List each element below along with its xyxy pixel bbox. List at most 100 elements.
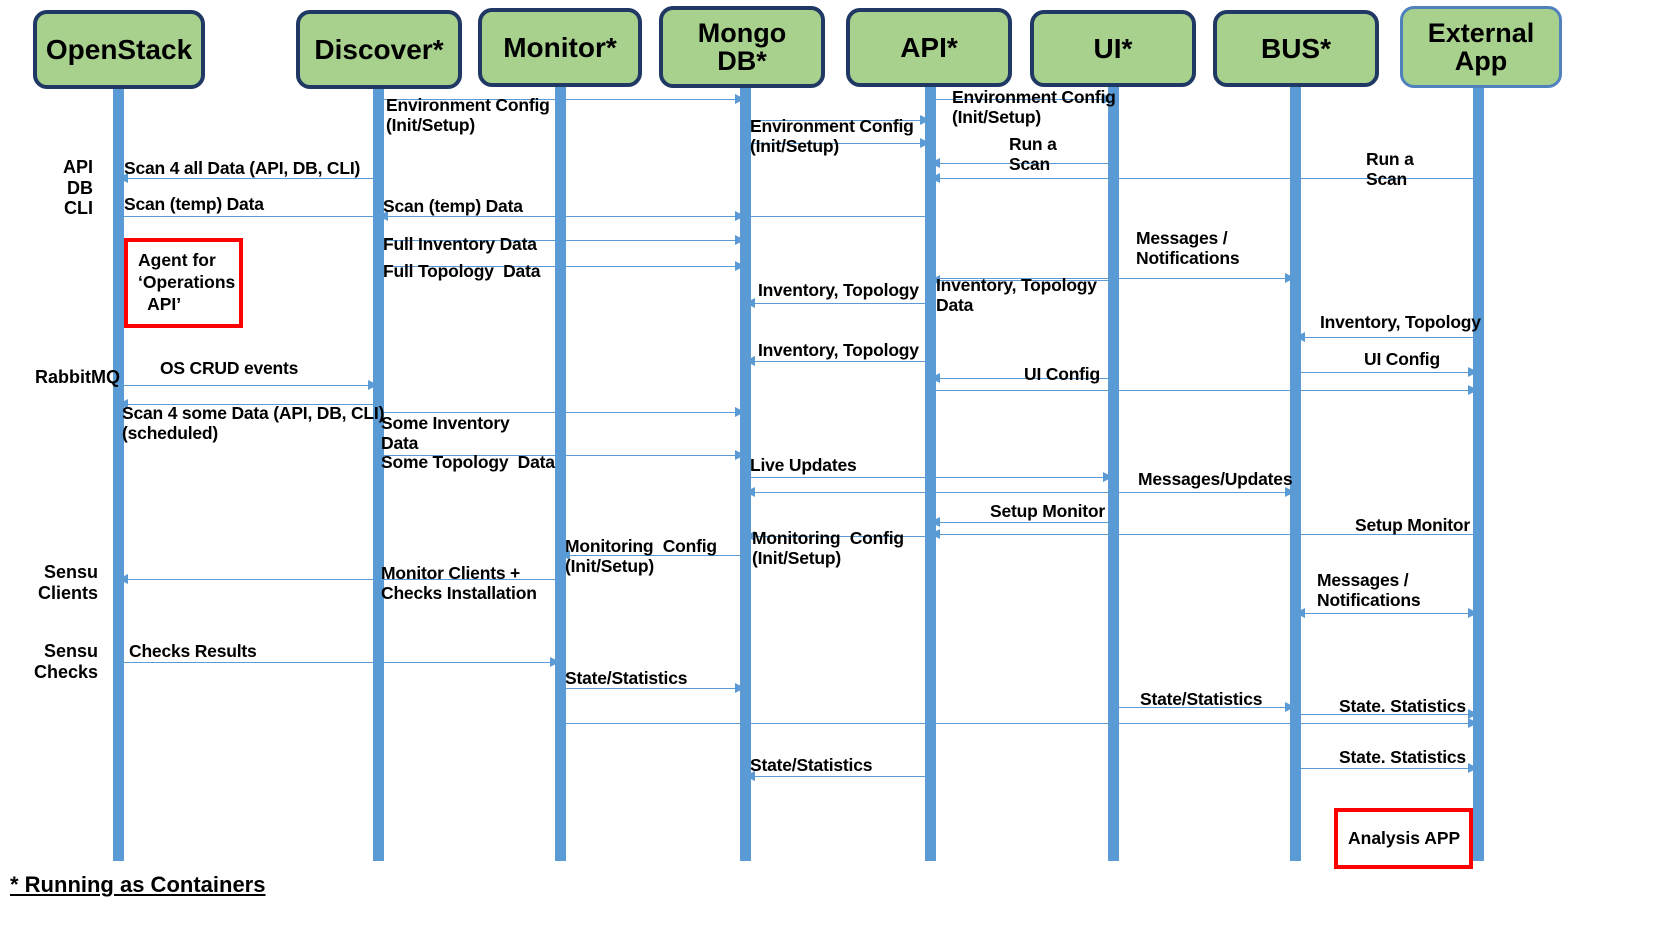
arrowhead-m30 (560, 550, 570, 560)
message-line-m05 (118, 178, 378, 179)
message-line-m24 (745, 477, 1113, 478)
arrowhead-m01 (735, 94, 745, 104)
message-line-m20 (930, 390, 1478, 391)
message-label-m10: Full Inventory Data (383, 234, 537, 254)
message-line-m04 (745, 143, 930, 144)
message-label-m32: Messages / Notifications (1317, 570, 1421, 610)
message-line-m23 (378, 455, 745, 456)
message-line-m22 (378, 412, 745, 413)
message-line-m37 (560, 723, 1478, 724)
arrowhead-m09 (378, 211, 388, 221)
message-line-m12 (930, 278, 1295, 279)
side-label-1: RabbitMQ (35, 367, 120, 387)
arrowhead-m24 (1103, 472, 1113, 482)
message-label-m05: Scan 4 all Data (API, DB, CLI) (124, 158, 361, 178)
message-label-m17: UI Config (1024, 364, 1100, 384)
arrowhead-m23 (735, 450, 745, 460)
arrowhead-m14 (930, 275, 940, 285)
arrowhead-m37 (1468, 718, 1478, 728)
message-line-m38 (1295, 768, 1478, 769)
arrowhead-m20 (1468, 385, 1478, 395)
lifeline-bus (1290, 83, 1301, 861)
participant-ui[interactable]: UI* (1030, 10, 1196, 87)
lifeline-ui (1108, 83, 1119, 861)
message-label-m36: State. Statistics (1339, 696, 1466, 716)
arrowhead-m10 (735, 235, 745, 245)
participant-label: UI* (1093, 32, 1133, 64)
message-line-m34 (560, 688, 745, 689)
message-label-m01: Environment Config (Init/Setup) (386, 95, 550, 135)
arrowhead-m27 (930, 517, 940, 527)
arrowhead-m05 (118, 173, 128, 183)
message-line-m33 (118, 662, 560, 663)
arrowhead-m06 (930, 158, 940, 168)
participant-api[interactable]: API* (846, 8, 1012, 87)
arrowhead-m40 (745, 771, 755, 781)
footer-note: * Running as Containers (10, 872, 266, 897)
arrowhead-m21 (118, 399, 128, 409)
participant-label: Mongo DB* (697, 17, 787, 76)
message-line-m28 (930, 534, 1478, 535)
arrowhead-m02 (1103, 94, 1113, 104)
lifeline-openstack (113, 85, 124, 861)
lifeline-api (925, 83, 936, 861)
message-line-m30 (560, 555, 745, 556)
participant-label: API* (900, 31, 958, 63)
message-label-m14: Inventory, Topology Data (936, 275, 1097, 315)
message-label-m16: Inventory, Topology (758, 340, 919, 360)
arrowhead-m17 (930, 373, 940, 383)
message-line-m26 (1113, 492, 1295, 493)
arrowhead-m22 (735, 407, 745, 417)
lifeline-discover (373, 85, 384, 861)
arrowhead-m38 (1468, 763, 1478, 773)
message-label-m29: Monitoring Config (Init/Setup) (752, 528, 904, 568)
participant-monitor[interactable]: Monitor* (478, 8, 642, 87)
analysis-note-text: Analysis APP (1348, 827, 1461, 848)
arrowhead-m25 (745, 487, 755, 497)
message-label-m08: Scan (temp) Data (124, 194, 264, 214)
side-label-2: Sensu Clients (37, 562, 98, 603)
arrowhead-m11 (735, 261, 745, 271)
arrowhead-m29 (745, 531, 755, 541)
message-label-m03: Environment Config (Init/Setup) (750, 116, 914, 156)
message-label-m13: Inventory, Topology (758, 280, 919, 300)
arrowhead-m12 (1285, 273, 1295, 283)
side-label-3: Sensu Checks (33, 641, 98, 682)
message-line-m29 (745, 536, 930, 537)
participant-label: BUS* (1260, 32, 1331, 64)
participant-bus[interactable]: BUS* (1213, 10, 1379, 87)
message-line-m02 (930, 99, 1113, 100)
participant-discover[interactable]: Discover* (296, 10, 462, 89)
message-line-m03 (745, 120, 930, 121)
lifeline-external (1473, 84, 1484, 861)
arrowhead-m36 (1468, 709, 1478, 719)
arrowhead-m26 (1285, 487, 1295, 497)
message-line-m10 (378, 240, 745, 241)
message-label-m39: State/Statistics (750, 755, 873, 775)
message-label-m23: Some Topology Data (381, 452, 555, 472)
arrowhead-m15 (1295, 332, 1305, 342)
message-label-m02: Environment Config (Init/Setup) (952, 87, 1116, 127)
arrowhead-m34 (735, 683, 745, 693)
participant-external[interactable]: External App (1400, 6, 1562, 88)
participant-openstack[interactable]: OpenStack (33, 10, 205, 89)
message-label-m35: State/Statistics (1140, 689, 1263, 709)
message-label-m31: Monitor Clients + Checks Installation (381, 563, 537, 603)
message-label-m33: Checks Results (129, 641, 257, 661)
message-line-m15 (1295, 337, 1478, 338)
participant-mongodb[interactable]: Mongo DB* (659, 6, 825, 88)
message-line-m32 (1295, 613, 1478, 614)
participant-label: Discover* (314, 33, 444, 65)
message-line-m40 (745, 776, 930, 777)
message-line-m27 (930, 522, 1113, 523)
message-line-m07 (930, 178, 1478, 179)
message-label-m06: Run a Scan (1009, 134, 1057, 174)
message-label-m09: Scan (temp) Data (383, 196, 523, 216)
message-label-m30: Monitoring Config (Init/Setup) (565, 536, 717, 576)
side-label-0: API DB CLI (62, 157, 93, 219)
message-label-m21: Scan 4 some Data (API, DB, CLI) (schedul… (122, 403, 385, 443)
participant-label: Monitor* (503, 31, 617, 63)
message-line-m25 (745, 492, 1113, 493)
agent-note: Agent for ‘Operations API’ (124, 238, 243, 328)
